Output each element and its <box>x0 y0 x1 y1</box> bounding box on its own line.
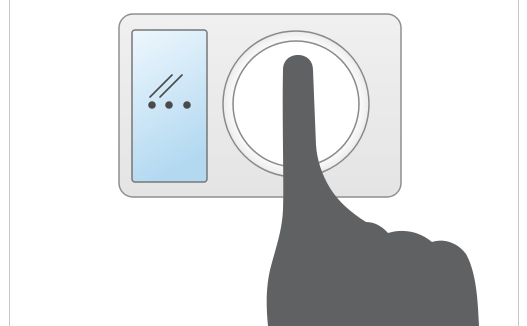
illustration-canvas <box>0 0 527 326</box>
device-illustration <box>0 0 527 326</box>
